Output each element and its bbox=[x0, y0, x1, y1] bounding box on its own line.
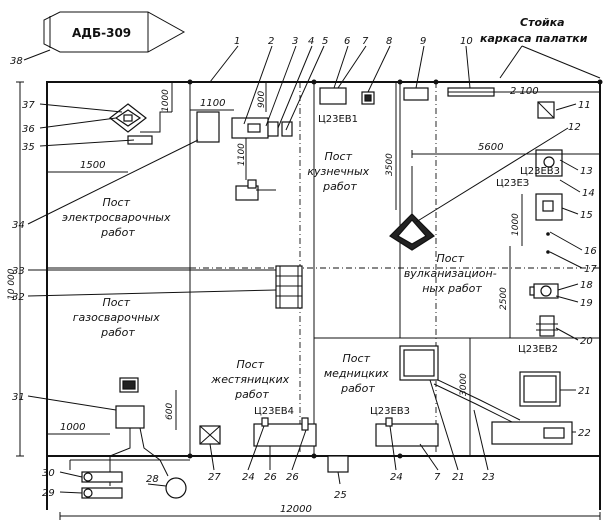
post-forging: Пост кузнечных работ bbox=[307, 150, 372, 193]
callout-36: 36 bbox=[22, 124, 35, 135]
callout-35: 35 bbox=[22, 142, 35, 153]
vulcanization-equipment bbox=[389, 149, 563, 337]
callout-17: 17 bbox=[584, 264, 597, 275]
dim-1000-right: 1000 bbox=[511, 213, 521, 236]
callout-15: 15 bbox=[580, 210, 593, 221]
dim-1100-vert: 1100 bbox=[237, 143, 247, 166]
callout-26-right: 26 bbox=[286, 472, 299, 483]
dim-5600: 5600 bbox=[478, 142, 503, 153]
post-labels: Пост электросварочных работ Пост газосва… bbox=[62, 150, 500, 401]
callout-20: 20 bbox=[580, 336, 593, 347]
callout-7-bottom: 7 bbox=[434, 472, 441, 483]
frame-post-label-line1: Стойка bbox=[520, 16, 565, 29]
coppersmith-equipment bbox=[399, 345, 573, 445]
gas-welding-equipment bbox=[69, 377, 190, 499]
label-c23ev3-bottom: Ц23ЕВ3 bbox=[370, 406, 410, 417]
callout-5: 5 bbox=[322, 36, 328, 47]
callout-7-top: 7 bbox=[362, 36, 369, 47]
callout-21-right: 21 bbox=[578, 386, 591, 397]
callout-10: 10 bbox=[460, 36, 473, 47]
callout-6: 6 bbox=[344, 36, 350, 47]
callout-21-bottom: 21 bbox=[452, 472, 465, 483]
callout-38: 38 bbox=[10, 56, 23, 67]
label-c23ez: Ц23ЕЗ bbox=[496, 178, 529, 189]
callout-26-left: 26 bbox=[264, 472, 277, 483]
post-gas-welding: Пост газосварочных работ bbox=[73, 296, 163, 339]
trailer-label: АДБ-309 bbox=[72, 26, 131, 40]
callout-31: 31 bbox=[12, 392, 25, 403]
callout-33: 33 bbox=[12, 266, 25, 277]
callout-14: 14 bbox=[582, 188, 595, 199]
callout-1: 1 bbox=[234, 36, 240, 47]
frame-post-label-line2: каркаса палатки bbox=[480, 32, 588, 45]
forge-equipment bbox=[231, 117, 293, 201]
dim-1000-top: 1000 bbox=[161, 89, 171, 112]
callout-19: 19 bbox=[580, 298, 593, 309]
post-vulcanization: Пост вулканизацион- ных работ bbox=[404, 252, 500, 295]
callout-18: 18 bbox=[580, 280, 593, 291]
label-c23ev1: Ц23ЕВ1 bbox=[318, 114, 358, 125]
tinsmith-equipment bbox=[199, 265, 439, 473]
callout-24-right: 24 bbox=[390, 472, 403, 483]
callout-16: 16 bbox=[584, 246, 597, 257]
dimensions: 10 000 12000 1100 1000 900 1100 1500 2 1… bbox=[7, 81, 601, 520]
post-coppersmith: Пост медницких работ bbox=[324, 352, 392, 395]
callout-27: 27 bbox=[208, 472, 221, 483]
post-tinsmith: Пост жестяницких работ bbox=[210, 358, 292, 401]
callout-34: 34 bbox=[12, 220, 25, 231]
dim-3500: 3500 bbox=[385, 153, 395, 176]
trailer-adb-309: АДБ-309 38 bbox=[10, 11, 186, 67]
callout-23: 23 bbox=[482, 472, 495, 483]
label-c23ev2: Ц23ЕВ2 bbox=[518, 344, 558, 355]
callout-leaders bbox=[27, 45, 583, 494]
callout-32: 32 bbox=[12, 292, 25, 303]
callout-8: 8 bbox=[386, 36, 392, 47]
callout-22: 22 bbox=[578, 428, 591, 439]
callout-2: 2 bbox=[268, 36, 274, 47]
dim-1000-bottom: 1000 bbox=[60, 422, 85, 433]
callout-29: 29 bbox=[42, 488, 55, 499]
dim-10000: 10 000 bbox=[7, 268, 17, 300]
callout-numbers: 1 2 3 4 5 6 7 8 9 10 11 12 13 14 15 16 1… bbox=[12, 36, 597, 501]
cabinet-labels: Ц23ЕВ1 Ц23ЕВ2 Ц23ЕВ3 Ц23ЕЗ Ц23ЕВ4 Ц23ЕВ3 bbox=[254, 114, 560, 417]
electric-welding-equipment bbox=[109, 103, 220, 145]
post-electric-welding: Пост электросварочных работ bbox=[62, 196, 174, 239]
dim-3000: 3000 bbox=[459, 373, 469, 396]
callout-37: 37 bbox=[22, 100, 35, 111]
callout-12: 12 bbox=[568, 122, 581, 133]
callout-13: 13 bbox=[580, 166, 593, 177]
dim-2500: 2500 bbox=[499, 287, 509, 310]
callout-4: 4 bbox=[308, 36, 314, 47]
dim-12000: 12000 bbox=[280, 504, 312, 515]
callout-3: 3 bbox=[292, 36, 298, 47]
dim-900: 900 bbox=[257, 91, 267, 108]
tent-walls bbox=[46, 81, 601, 510]
label-c23ev4: Ц23ЕВ4 bbox=[254, 406, 294, 417]
label-c23ev3-top: Ц23ЕВ3 bbox=[520, 166, 560, 177]
callout-11: 11 bbox=[578, 100, 591, 111]
callout-30: 30 bbox=[42, 468, 55, 479]
callout-9: 9 bbox=[420, 36, 426, 47]
frame-post-label: Стойка каркаса палатки bbox=[480, 16, 601, 79]
top-row-equipment bbox=[319, 87, 555, 119]
dim-1500: 1500 bbox=[80, 160, 105, 171]
callout-28: 28 bbox=[146, 474, 159, 485]
dim-600: 600 bbox=[165, 403, 175, 420]
callout-24-left: 24 bbox=[242, 472, 255, 483]
callout-25: 25 bbox=[334, 490, 347, 501]
dim-2100: 2 100 bbox=[510, 86, 539, 97]
dim-1100-top: 1100 bbox=[200, 98, 225, 109]
